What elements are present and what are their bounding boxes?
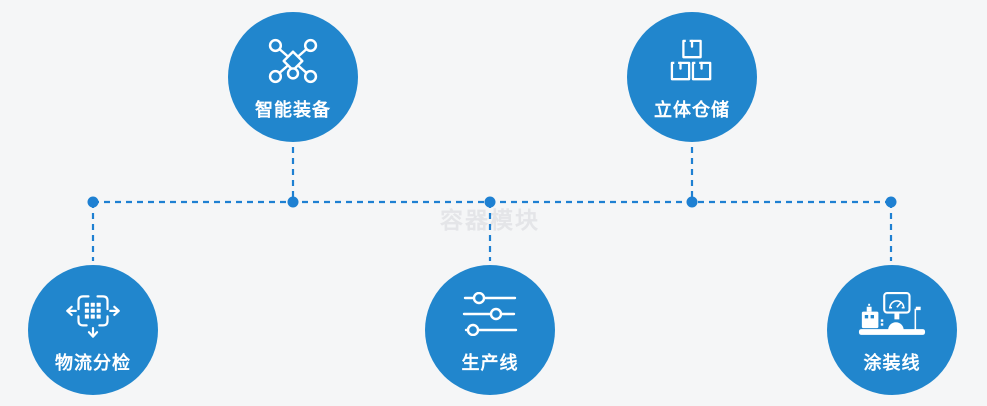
stacked-boxes-icon <box>670 39 712 81</box>
node-smart-equipment[interactable]: 智能装备 <box>228 12 358 142</box>
sliders-icon <box>462 292 518 336</box>
icon-wrap <box>857 287 927 341</box>
junction-dot <box>484 196 496 208</box>
icon-wrap <box>669 34 715 88</box>
node-production-line[interactable]: 生产线 <box>425 265 555 395</box>
icon-wrap <box>64 287 122 341</box>
icon-wrap <box>262 34 324 88</box>
junction-dot <box>686 196 698 208</box>
network-nodes-icon <box>268 38 318 84</box>
machine-console-icon <box>858 291 926 335</box>
node-label: 涂装线 <box>863 353 921 373</box>
node-label: 物流分检 <box>55 353 131 373</box>
node-label: 立体仓储 <box>654 100 730 120</box>
node-label: 智能装备 <box>255 100 331 120</box>
node-label: 生产线 <box>461 353 519 373</box>
node-warehouse[interactable]: 立体仓储 <box>627 12 757 142</box>
junction-dot <box>287 196 299 208</box>
junction-dot <box>87 196 99 208</box>
junction-dot <box>885 196 897 208</box>
node-logistics-sorting[interactable]: 物流分检 <box>28 265 158 395</box>
node-painting-line[interactable]: 涂装线 <box>827 265 957 395</box>
sorting-arrows-icon <box>66 294 120 338</box>
icon-wrap <box>462 287 518 341</box>
